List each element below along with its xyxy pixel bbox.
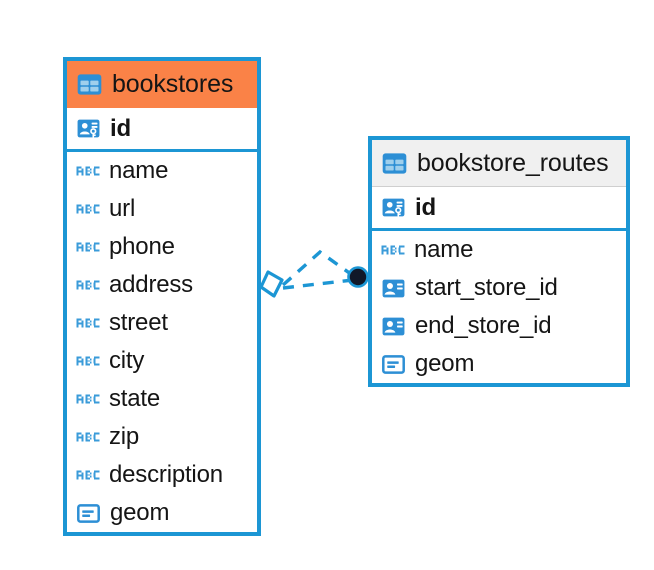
text-abc-icon <box>76 429 100 445</box>
filled-circle-marker <box>347 266 369 288</box>
field-label: geom <box>415 350 475 377</box>
field-row-state[interactable]: state <box>67 380 257 418</box>
field-row-description[interactable]: description <box>67 456 257 494</box>
table-icon <box>76 71 103 98</box>
relationship-line-lower <box>282 278 354 290</box>
text-abc-icon <box>76 353 100 369</box>
field-row-geom[interactable]: geom <box>67 494 257 532</box>
field-label: start_store_id <box>415 274 558 301</box>
field-label: end_store_id <box>415 312 552 339</box>
field-row-end-store-id[interactable]: end_store_id <box>372 307 626 345</box>
entity-table-bookstores[interactable]: bookstores id <box>63 57 261 536</box>
field-row-url[interactable]: url <box>67 190 257 228</box>
text-abc-icon <box>76 239 100 255</box>
field-row-address[interactable]: address <box>67 266 257 304</box>
text-abc-icon <box>76 315 100 331</box>
field-row-city[interactable]: city <box>67 342 257 380</box>
field-row-geom[interactable]: geom <box>372 345 626 383</box>
field-label: geom <box>110 499 170 526</box>
table-icon <box>381 150 408 177</box>
primary-key-icon <box>76 116 101 141</box>
field-label: name <box>109 157 169 184</box>
relationship-line-upper <box>281 249 356 287</box>
text-abc-icon <box>76 467 100 483</box>
field-list-bookstores: id name <box>67 108 257 532</box>
field-label: name <box>414 236 474 263</box>
field-row-street[interactable]: street <box>67 304 257 342</box>
field-label: phone <box>109 233 175 260</box>
entity-title: bookstores <box>112 70 234 98</box>
diamond-outline-marker <box>259 270 284 298</box>
field-row-zip[interactable]: zip <box>67 418 257 456</box>
text-abc-icon <box>76 163 100 179</box>
entity-title: bookstore_routes <box>417 148 609 177</box>
entity-table-bookstore-routes[interactable]: bookstore_routes id <box>368 136 630 387</box>
field-label: state <box>109 385 161 412</box>
text-abc-icon <box>76 277 100 293</box>
field-row-phone[interactable]: phone <box>67 228 257 266</box>
field-label: city <box>109 347 145 374</box>
field-label: id <box>415 193 436 221</box>
geometry-icon <box>76 501 101 526</box>
text-abc-icon <box>76 201 100 217</box>
field-label: zip <box>109 423 140 450</box>
field-label: description <box>109 461 223 488</box>
entity-header-bookstores[interactable]: bookstores <box>67 61 257 108</box>
field-label: street <box>109 309 168 336</box>
field-row-name[interactable]: name <box>67 152 257 190</box>
primary-key-icon <box>381 195 406 220</box>
field-label: address <box>109 271 193 298</box>
geometry-icon <box>381 352 406 377</box>
field-row-start-store-id[interactable]: start_store_id <box>372 269 626 307</box>
field-row-id[interactable]: id <box>67 108 257 152</box>
field-row-id[interactable]: id <box>372 187 626 231</box>
text-abc-icon <box>381 242 405 258</box>
field-label: id <box>110 114 131 142</box>
text-abc-icon <box>76 391 100 407</box>
field-label: url <box>109 195 136 222</box>
foreign-key-icon <box>381 314 406 339</box>
field-row-name[interactable]: name <box>372 231 626 269</box>
entity-header-bookstore-routes[interactable]: bookstore_routes <box>372 140 626 187</box>
field-list-bookstore-routes: id name <box>372 187 626 383</box>
foreign-key-icon <box>381 276 406 301</box>
